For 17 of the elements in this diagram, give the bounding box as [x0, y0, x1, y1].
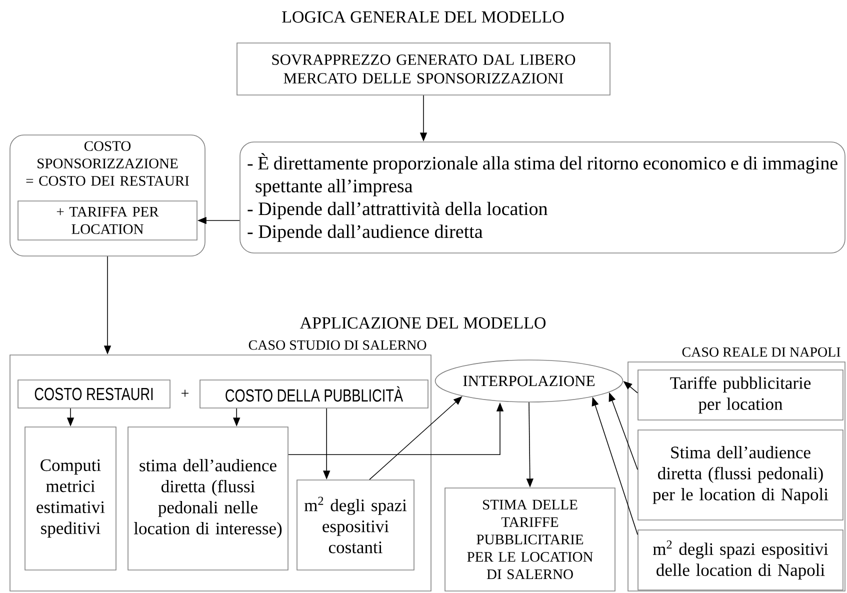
section-heading: APPLICAZIONE DEL MODELLO: [300, 317, 546, 329]
text-box: stima dell’audience diretta (flussi pedonali nelle location di interesse): [128, 426, 288, 570]
node-label: CASO STUDIO DI SALERNO: [248, 340, 426, 350]
text-box: STIMA DELLE TARIFFE PUBBLICITARIE PER LE LOCATION DI SALERNO: [444, 488, 616, 592]
text-box: Tariffe pubblicitarie per location: [638, 370, 844, 420]
text-box: + TARIFFA PER LOCATION: [18, 200, 198, 240]
title: LOGICA GENERALE DEL MODELLO: [282, 11, 564, 23]
text-box: SOVRAPPREZZO GENERATO DAL LIBERO MERCATO DELLE SPONSORIZZAZIONI: [236, 42, 610, 96]
text-box: Stima dell’audience diretta (flussi pedonali) per le location di Napoli: [638, 430, 844, 520]
node-label: CASO REALE DI NAPOLI: [682, 347, 840, 357]
text-box: m$^{2}$ degli spazi espositivi costanti: [296, 480, 414, 570]
text-box: Computi metrici estimativi speditivi: [24, 426, 116, 570]
rounded-box: - È direttamente proporzionale alla stima del ritorno economico e di immagine spettante all’impresa - Dipende dall’attrattività della location - Dipende dall’audience diretta: [240, 142, 846, 254]
plus-sign: +: [182, 390, 188, 397]
header-box: COSTO DELLA PUBBLICITÀ: [200, 380, 428, 408]
header-box: COSTO RESTAURI: [18, 380, 170, 408]
text-box: m$^{2}$ degli spazi espositivi delle location di Napoli: [638, 530, 844, 590]
